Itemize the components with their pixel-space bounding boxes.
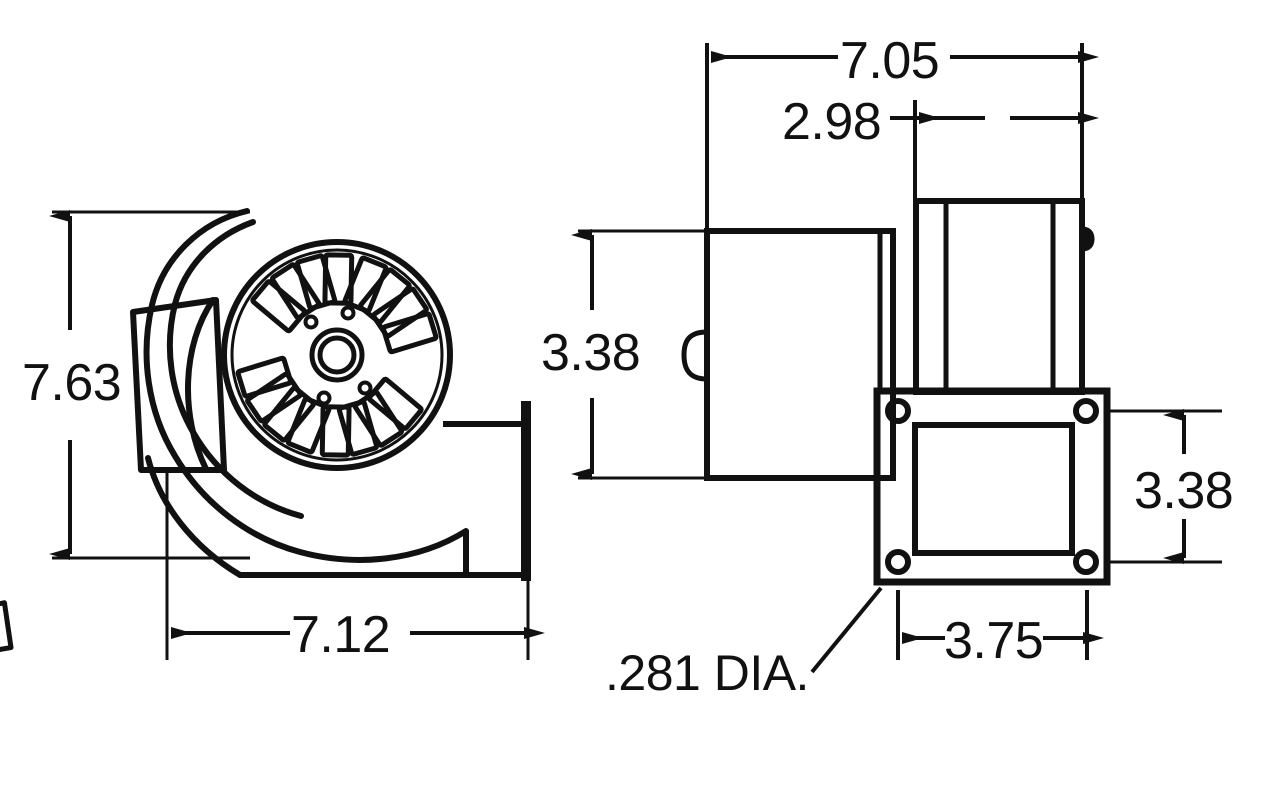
dimension-3-75: 3.75 [896,590,1104,670]
hub-hole [303,314,319,330]
scroll-inner-curve [166,219,304,519]
dimension-3-38-housing: 3.38 [541,229,706,480]
impeller-outer-rim [221,239,453,471]
leader-line [810,586,883,674]
hub-hole [316,390,332,406]
dimension-label-7-12: 7.12 [291,606,390,664]
mounting-flange-plate [873,387,1111,586]
mounting-holes [885,398,1099,575]
dimension-label-3-75: 3.75 [944,612,1043,670]
impeller-hub-outer [309,327,365,383]
dimension-7-12: 7.12 [165,470,545,664]
dimension-label-hole-dia: .281 DIA. [605,645,809,701]
dimension-label-2-98: 2.98 [782,93,881,151]
note-hole-diameter: .281 DIA. [605,586,883,701]
housing-body [704,228,896,481]
mounting-hole-bottom-left [885,549,911,575]
dimension-label-3-38-housing: 3.38 [541,324,640,382]
mounting-hole-top-left [885,398,911,424]
mounting-hole-bottom-right [1073,549,1099,575]
mounting-flange-opening [912,422,1075,556]
discharge-duct [443,421,524,578]
impeller-hub-bore [317,335,357,375]
side-elevation-view [681,198,1111,586]
hub-hole [357,380,373,396]
dimension-label-7-63: 7.63 [22,354,121,412]
dimension-label-7-05: 7.05 [840,32,939,90]
impeller-inner-rim [230,248,444,462]
front-elevation-view [0,208,531,656]
inlet-ring-arc [185,297,216,472]
dimension-3-38-flange: 3.38 [1110,409,1234,564]
dimension-7-63: 7.63 [22,210,250,560]
impeller-blade-slots [0,252,439,656]
hub-hole [340,305,356,321]
motor-lug [1080,226,1095,252]
dimension-7-05: 7.05 [705,32,1099,232]
housing-side-tab [681,329,708,382]
inlet-box [130,297,227,473]
dimension-2-98: 2.98 [782,93,1099,198]
mounting-hole-top-right [1073,398,1099,424]
dimension-label-3-38-flange: 3.38 [1134,462,1233,520]
scroll-housing-outline [143,208,469,578]
discharge-flange [521,401,531,581]
